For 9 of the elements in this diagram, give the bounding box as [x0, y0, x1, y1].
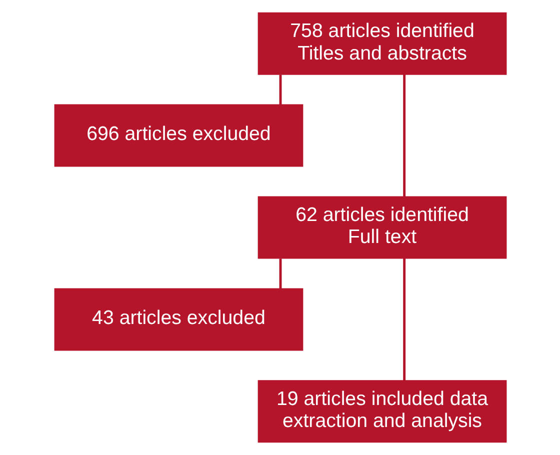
node-box: 62 articles identified Full text	[257, 196, 506, 259]
connector	[278, 74, 282, 105]
node-box: 43 articles excluded	[54, 288, 303, 351]
connector	[402, 74, 406, 197]
connector	[278, 258, 282, 289]
node-box: 696 articles excluded	[54, 104, 303, 167]
connector	[402, 258, 406, 381]
node-box: 19 articles included data extraction and analysis	[257, 380, 506, 443]
node-box: 758 articles identified Titles and abstracts	[257, 12, 506, 75]
